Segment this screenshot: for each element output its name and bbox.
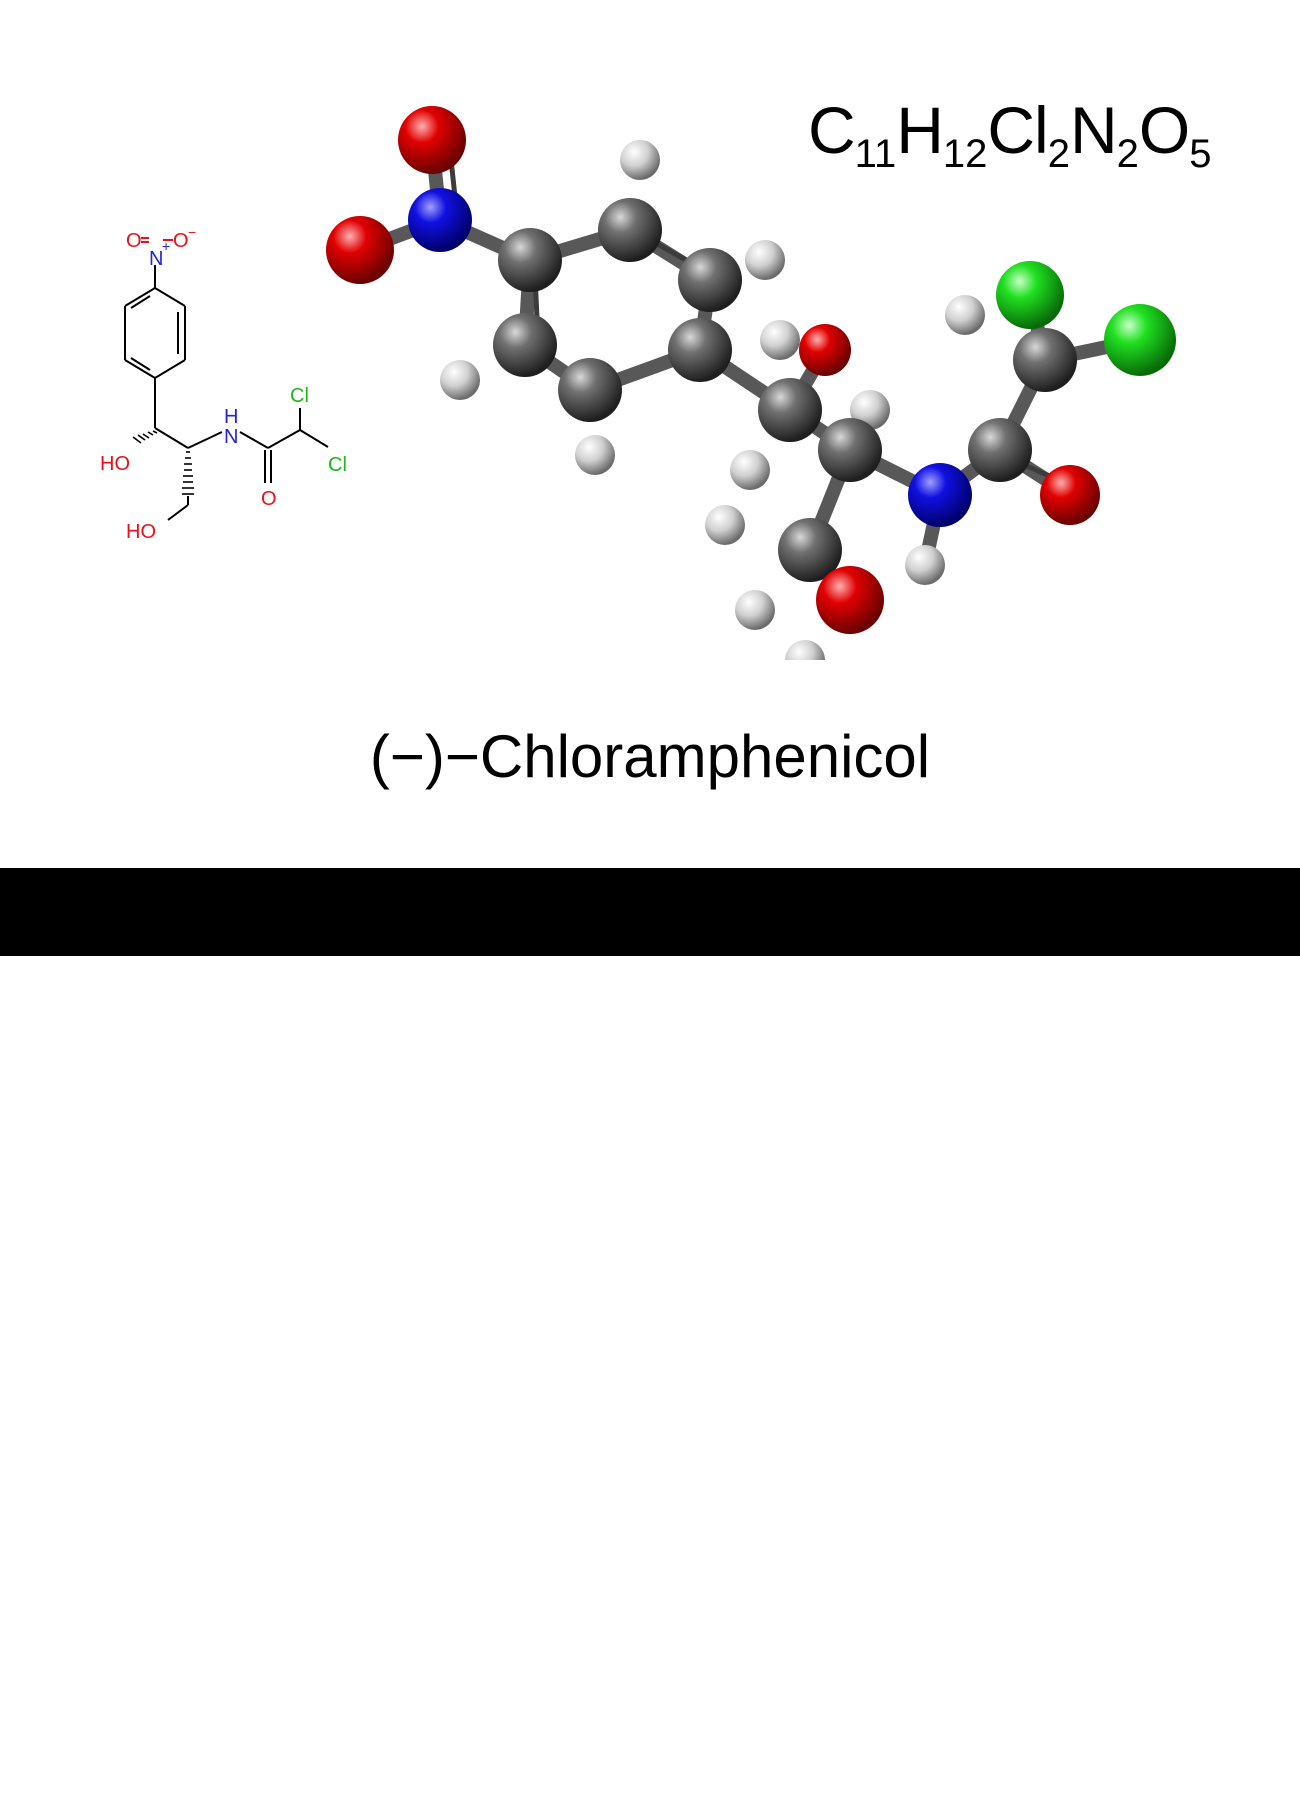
formula-element: H xyxy=(896,93,944,167)
chlorine-right: Cl xyxy=(328,454,347,476)
chlorine-top: Cl xyxy=(290,385,309,407)
ball-and-stick-model xyxy=(326,106,1176,660)
formula-element: C xyxy=(808,93,856,167)
formula-element: O xyxy=(1138,93,1190,167)
carbonyl-oxygen: O xyxy=(261,488,277,510)
nitro-nitrogen: N xyxy=(149,248,163,270)
formula-element: Cl xyxy=(987,93,1048,167)
formula-subscript: 12 xyxy=(942,132,988,176)
image-canvas: O N + O − N H Cl Cl HO HO O xyxy=(0,0,1300,868)
skeletal-structure: O N + O − N H Cl Cl HO HO O xyxy=(100,224,347,543)
watermark-footer: alamy 2H2N070 www.alamy.com xyxy=(0,868,1300,1811)
formula-element: N xyxy=(1069,93,1118,167)
amide-nitrogen: N xyxy=(224,426,238,448)
nitro-charge-minus: − xyxy=(188,224,196,240)
formula-subscript: 2 xyxy=(1047,132,1070,176)
compound-name: (−)−Chloramphenicol xyxy=(369,723,931,790)
nitro-charge-plus: + xyxy=(162,238,170,254)
formula-subscript: 5 xyxy=(1189,132,1212,176)
molecular-formula: C11H12Cl2N2O5 xyxy=(808,92,1211,177)
amide-hydrogen: H xyxy=(224,406,238,428)
watermark-url: www.alamy.com xyxy=(1132,1784,1300,1811)
hydroxyl-upper: HO xyxy=(100,453,130,475)
nitro-oxygen-right: O xyxy=(173,230,189,252)
hydroxyl-lower: HO xyxy=(126,521,156,543)
formula-subscript: 11 xyxy=(854,132,897,176)
formula-subscript: 2 xyxy=(1116,132,1139,176)
nitro-oxygen-left: O xyxy=(126,230,142,252)
watermark-logo: alamy xyxy=(52,1745,199,1808)
watermark-image-id: 2H2N070 xyxy=(1152,1752,1254,1779)
